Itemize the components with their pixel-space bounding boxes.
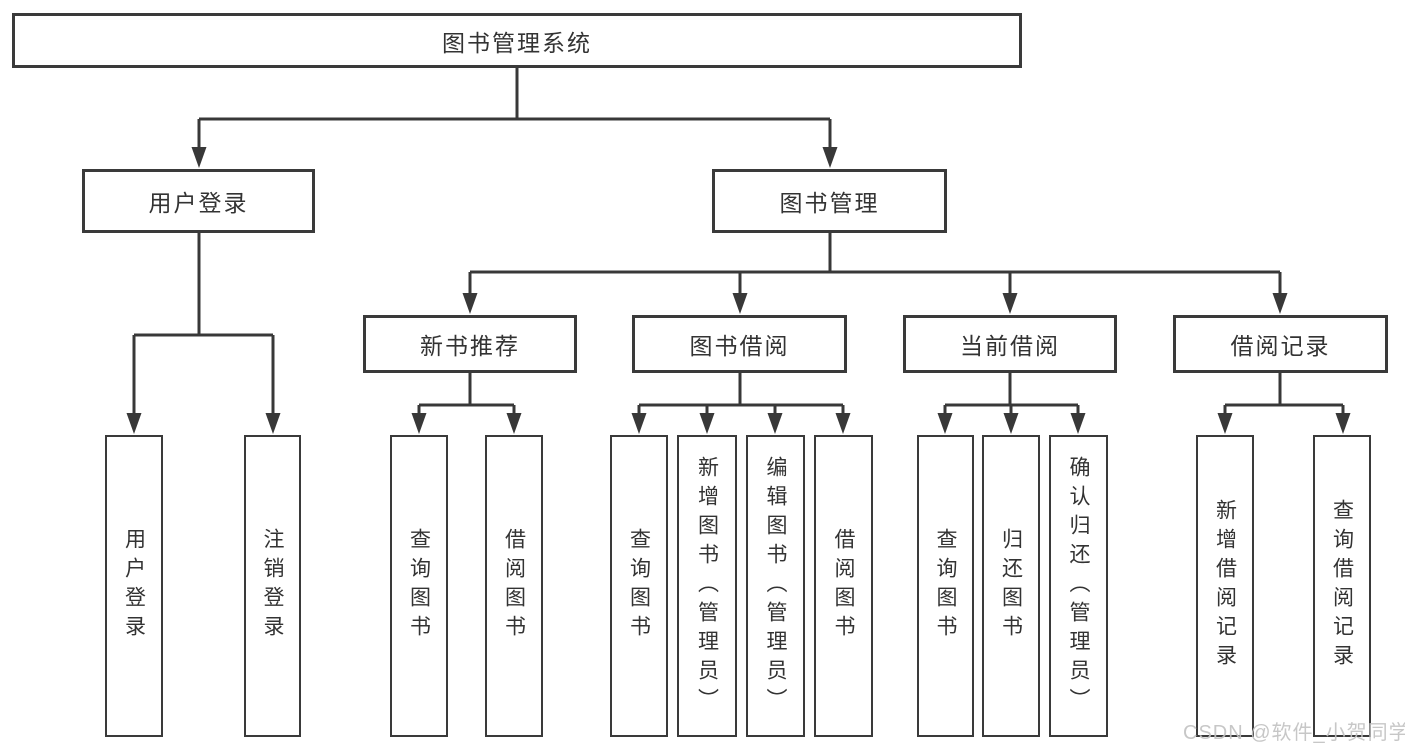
- node-label: 新书推荐: [420, 333, 520, 359]
- node-book-borrow: 图书借阅: [632, 315, 847, 373]
- leaf-return-books: 归还图书: [982, 435, 1040, 737]
- node-label: 借阅图书: [832, 528, 855, 644]
- leaf-query-books-recommend: 查询图书: [390, 435, 448, 737]
- leaf-borrow-books-recommend: 借阅图书: [485, 435, 543, 737]
- node-label: 借阅图书: [502, 528, 526, 644]
- node-label: 图书借阅: [689, 333, 790, 359]
- leaf-add-borrow-record: 新增借阅记录: [1196, 435, 1254, 737]
- leaf-edit-books-admin: 编辑图书（管理员）: [746, 435, 805, 737]
- node-borrow-records: 借阅记录: [1173, 315, 1388, 373]
- node-label: 用户登录: [148, 190, 249, 216]
- node-label: 新增借阅记录: [1213, 499, 1237, 673]
- node-book-management: 图书管理: [712, 169, 947, 233]
- leaf-borrow-books: 借阅图书: [814, 435, 873, 737]
- node-label: 图书管理: [779, 190, 880, 216]
- node-label: 查询图书: [407, 528, 431, 644]
- node-label: 确认归还（管理员）: [1067, 455, 1090, 717]
- node-root-system: 图书管理系统: [12, 13, 1022, 68]
- node-label: 注销登录: [261, 528, 284, 644]
- node-label: 查询借阅记录: [1330, 499, 1354, 673]
- node-label: 用户登录: [122, 528, 146, 644]
- leaf-logout: 注销登录: [244, 435, 301, 737]
- node-current-borrow: 当前借阅: [903, 315, 1117, 373]
- csdn-watermark: CSDN @软件_小贺同学: [1183, 722, 1405, 744]
- leaf-confirm-return-admin: 确认归还（管理员）: [1049, 435, 1108, 737]
- node-label: 编辑图书（管理员）: [764, 455, 787, 717]
- leaf-add-books-admin: 新增图书（管理员）: [677, 435, 737, 737]
- node-label: 图书管理系统: [442, 29, 592, 56]
- node-label: 归还图书: [999, 528, 1023, 644]
- node-label: 新增图书（管理员）: [695, 455, 719, 717]
- leaf-user-login: 用户登录: [105, 435, 163, 737]
- node-label: 查询图书: [627, 528, 651, 644]
- node-label: 当前借阅: [960, 333, 1060, 359]
- node-new-book-recommend: 新书推荐: [363, 315, 577, 373]
- leaf-query-books-borrow: 查询图书: [610, 435, 668, 737]
- arrowheads: [126, 147, 1351, 434]
- node-label: 借阅记录: [1230, 333, 1331, 359]
- node-label: 查询图书: [934, 528, 957, 644]
- node-user-login-branch: 用户登录: [82, 169, 315, 233]
- leaf-query-books-current: 查询图书: [917, 435, 974, 737]
- leaf-query-borrow-record: 查询借阅记录: [1313, 435, 1371, 737]
